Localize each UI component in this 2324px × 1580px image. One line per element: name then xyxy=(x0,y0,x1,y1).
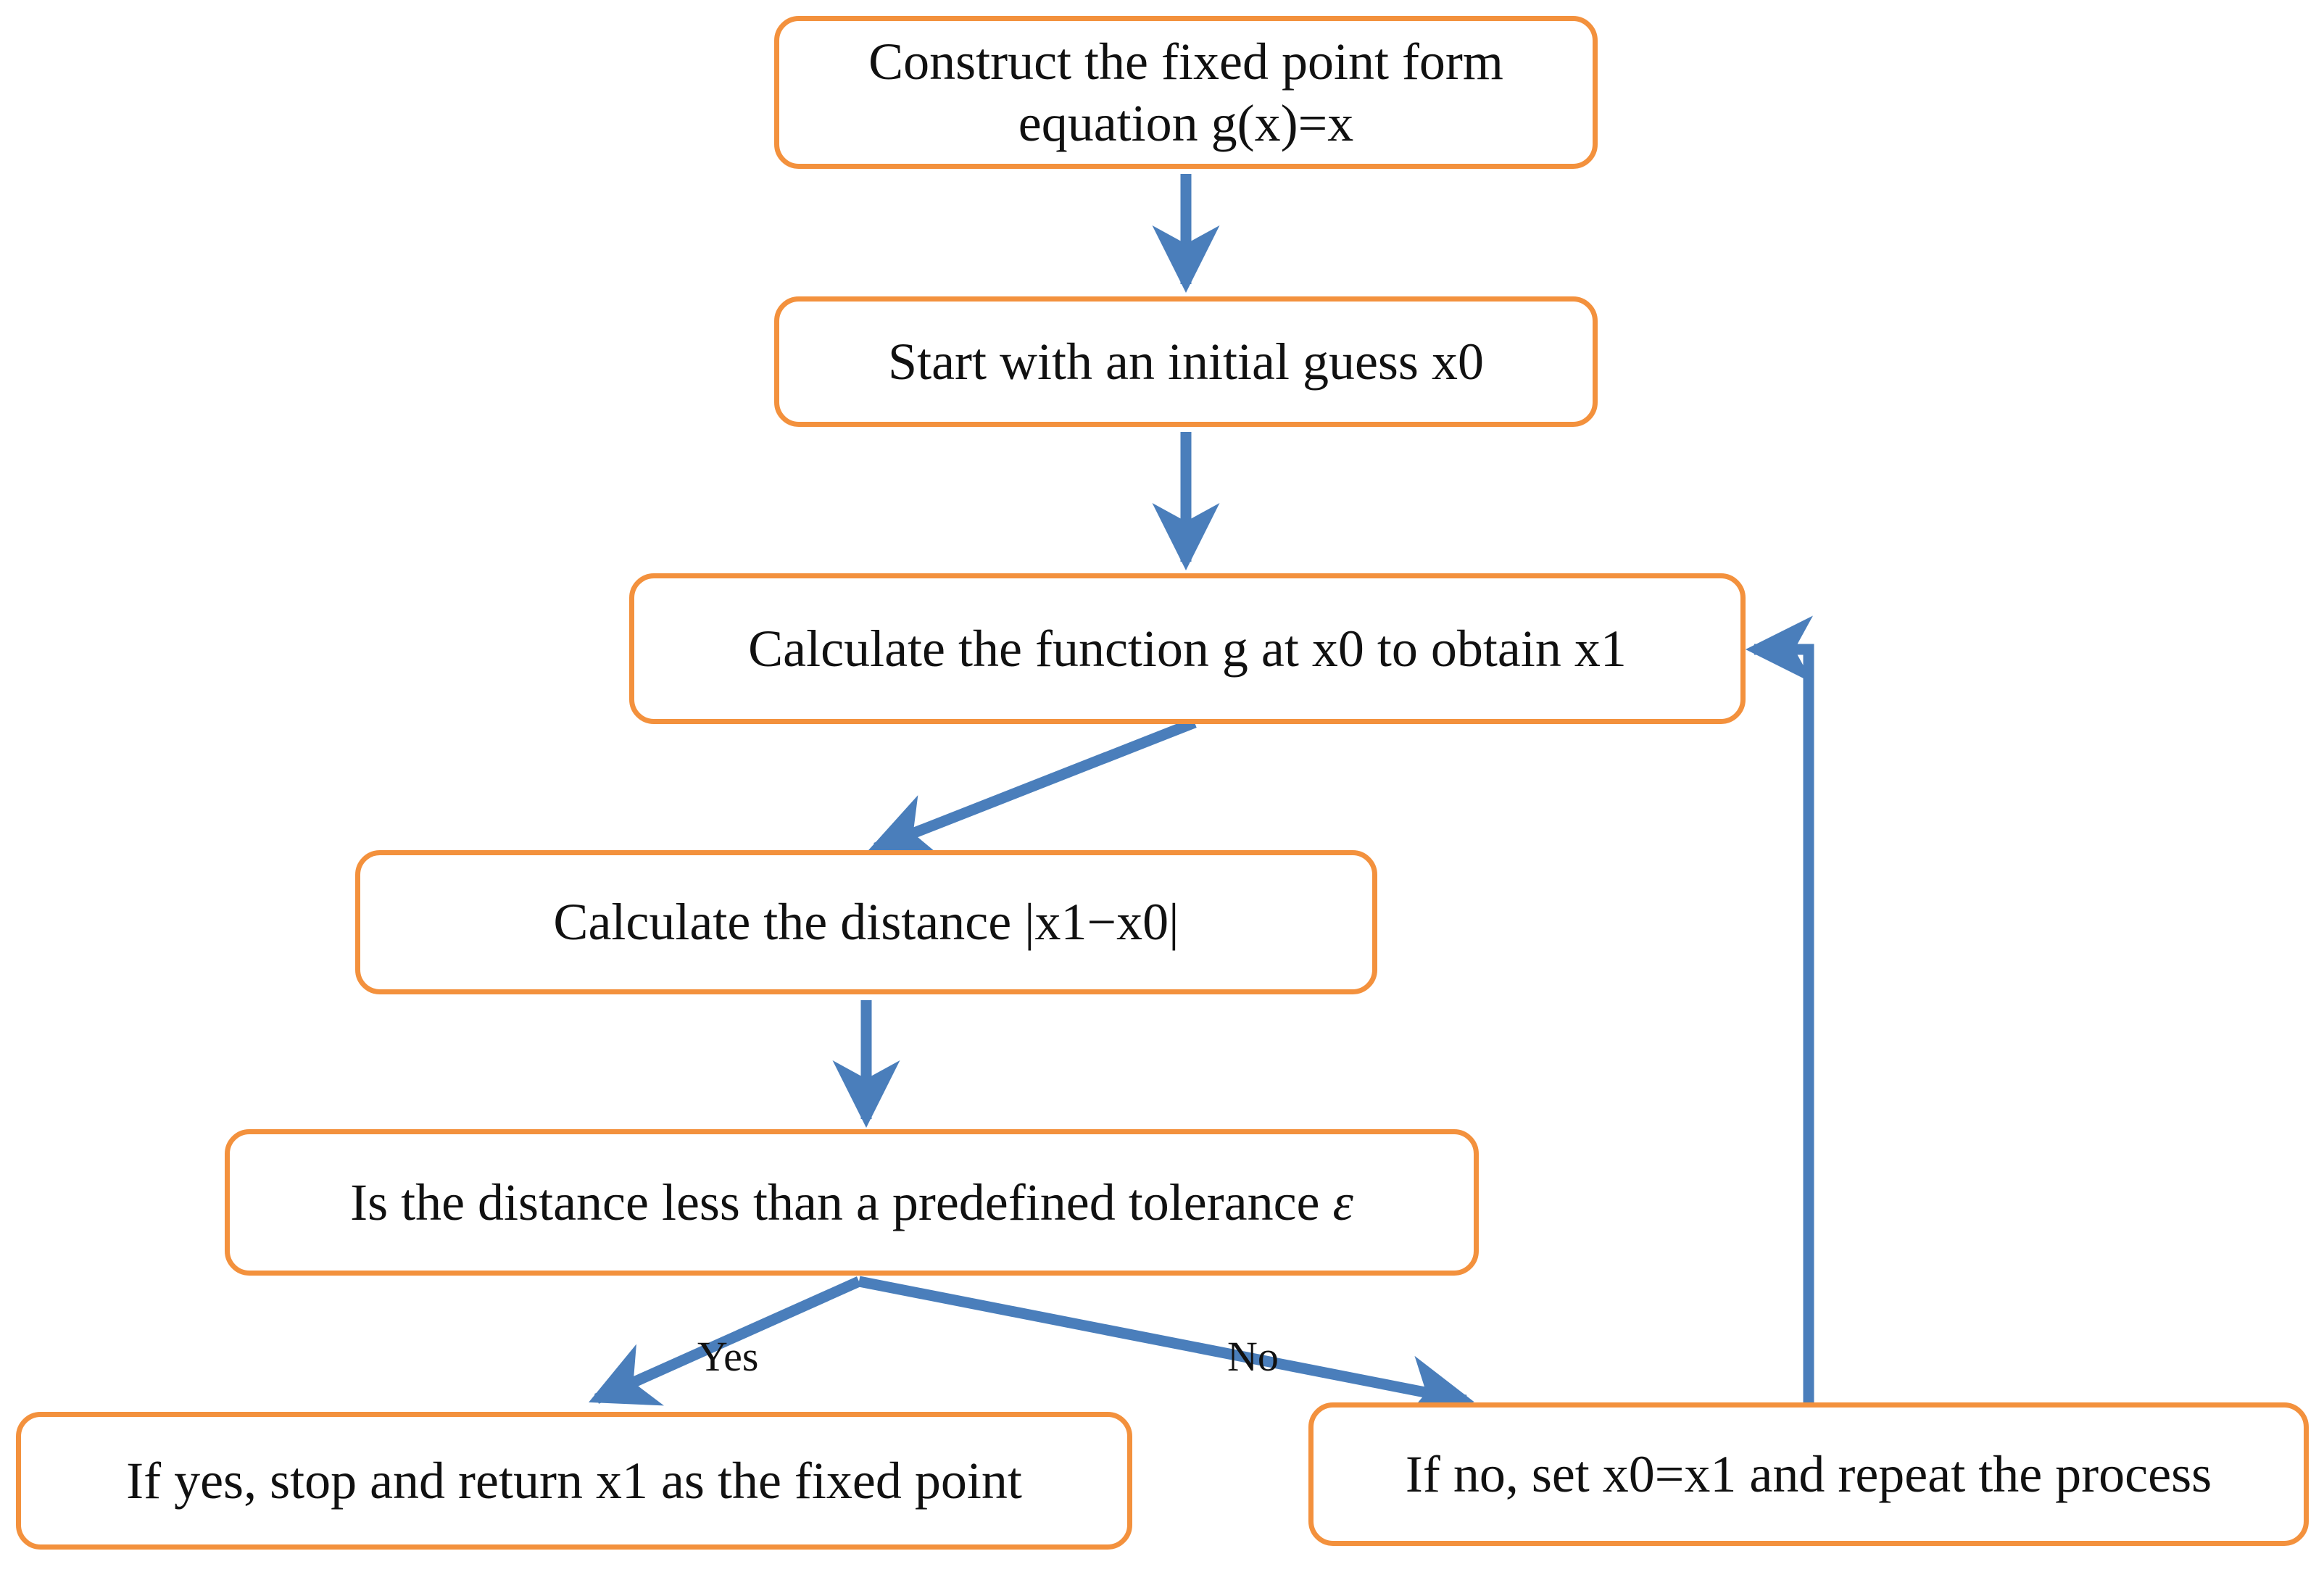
node-stop-and-return-label: If yes, stop and return x1 as the fixed … xyxy=(126,1451,1022,1510)
edge-repeat-process-to-calculate-g xyxy=(1746,615,1814,1403)
node-initial-guess: Start with an initial guess x0 xyxy=(774,296,1598,427)
node-construct-line-1: Construct the fixed point form xyxy=(868,32,1503,91)
node-initial-guess-label: Start with an initial guess x0 xyxy=(888,332,1484,391)
edge-label-no: No xyxy=(1227,1333,1279,1380)
epsilon-symbol: ε xyxy=(1332,1173,1353,1231)
node-construct-line-2: equation g(x)=x xyxy=(1018,93,1354,152)
node-stop-and-return: If yes, stop and return x1 as the fixed … xyxy=(16,1412,1132,1550)
edge-label-yes: Yes xyxy=(697,1333,759,1380)
node-calculate-distance-label: Calculate the distance |x1−x0| xyxy=(553,893,1179,952)
node-decision-tolerance: Is the distance less than a predefined t… xyxy=(225,1129,1479,1276)
node-repeat-process-label: If no, set x0=x1 and repeat the process xyxy=(1405,1444,2212,1503)
node-repeat-process: If no, set x0=x1 and repeat the process xyxy=(1308,1402,2309,1546)
node-construct-fixed-point-form: Construct the fixed point form equation … xyxy=(774,16,1598,169)
edge-calculate-g-to-calculate-distance xyxy=(867,718,1197,858)
node-decision-tolerance-label: Is the distance less than a predefined t… xyxy=(350,1173,1333,1231)
node-calculate-function-g: Calculate the function g at x0 to obtain… xyxy=(629,573,1746,724)
edge-decision-to-repeat-process xyxy=(858,1276,1474,1423)
node-calculate-function-g-label: Calculate the function g at x0 to obtain… xyxy=(748,619,1627,678)
node-calculate-distance: Calculate the distance |x1−x0| xyxy=(355,850,1377,994)
